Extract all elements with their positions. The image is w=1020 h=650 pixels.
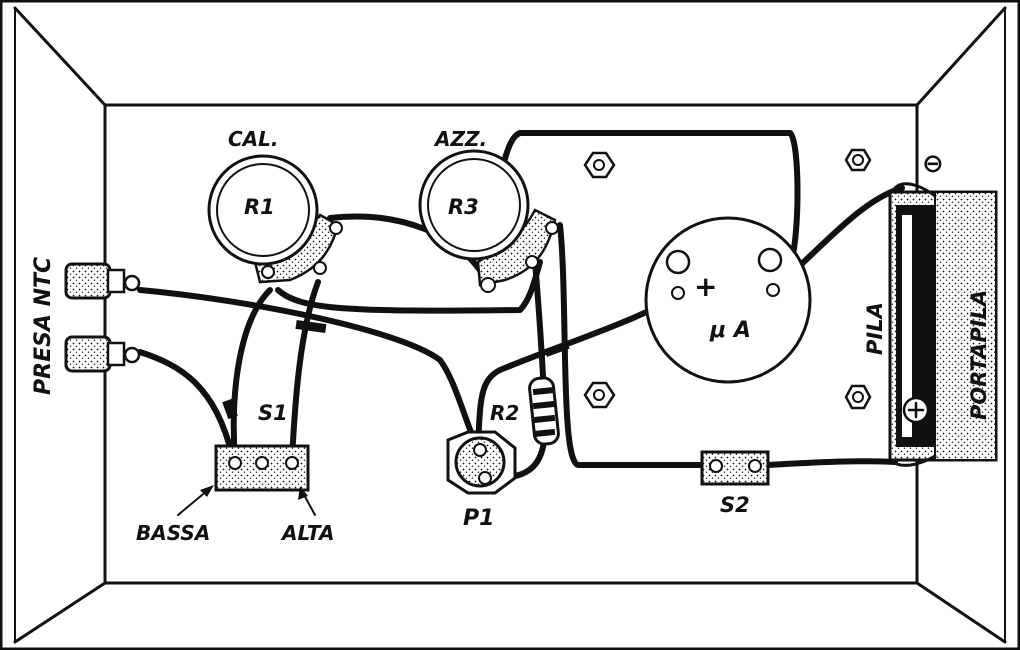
label-cal: CAL.: [228, 127, 279, 151]
label-alta: ALTA: [280, 521, 334, 545]
label-portapila: PORTAPILA: [967, 290, 991, 420]
mounting-nut: [844, 148, 872, 172]
mounting-nut: [583, 151, 616, 179]
mounting-nut: [844, 384, 872, 410]
microammeter: [644, 216, 812, 384]
label-r3: R3: [448, 195, 479, 219]
label-p1: P1: [463, 506, 494, 531]
wires-inner: [139, 132, 903, 480]
label-s2: S2: [720, 493, 750, 517]
resistor-r2: [528, 376, 560, 446]
label-bassa: BASSA: [136, 521, 210, 545]
battery-holder: [888, 182, 998, 467]
label-s1: S1: [258, 401, 288, 425]
wire-sleeves: [222, 319, 570, 420]
arrow-alta: [298, 486, 316, 516]
label-r1: R1: [244, 195, 275, 219]
switch-s1: [214, 444, 310, 492]
label-microamp: μ A: [709, 318, 751, 343]
label-azz: AZZ.: [433, 127, 487, 151]
switch-s2: [700, 450, 770, 486]
label-r2: R2: [490, 401, 519, 425]
pushbutton-p1: [446, 430, 517, 495]
potentiometer-r1: [207, 154, 343, 284]
label-presa-ntc: PRESA NTC: [31, 257, 56, 395]
mounting-nut: [583, 381, 616, 409]
arrow-bassa: [177, 485, 214, 516]
minus-symbol: ⊖: [922, 149, 944, 179]
label-pila: PILA: [863, 302, 887, 355]
ntc-socket: [64, 262, 141, 300]
ntc-socket: [64, 335, 141, 373]
label-plus: +: [694, 270, 717, 303]
potentiometer-r3: [418, 149, 559, 293]
